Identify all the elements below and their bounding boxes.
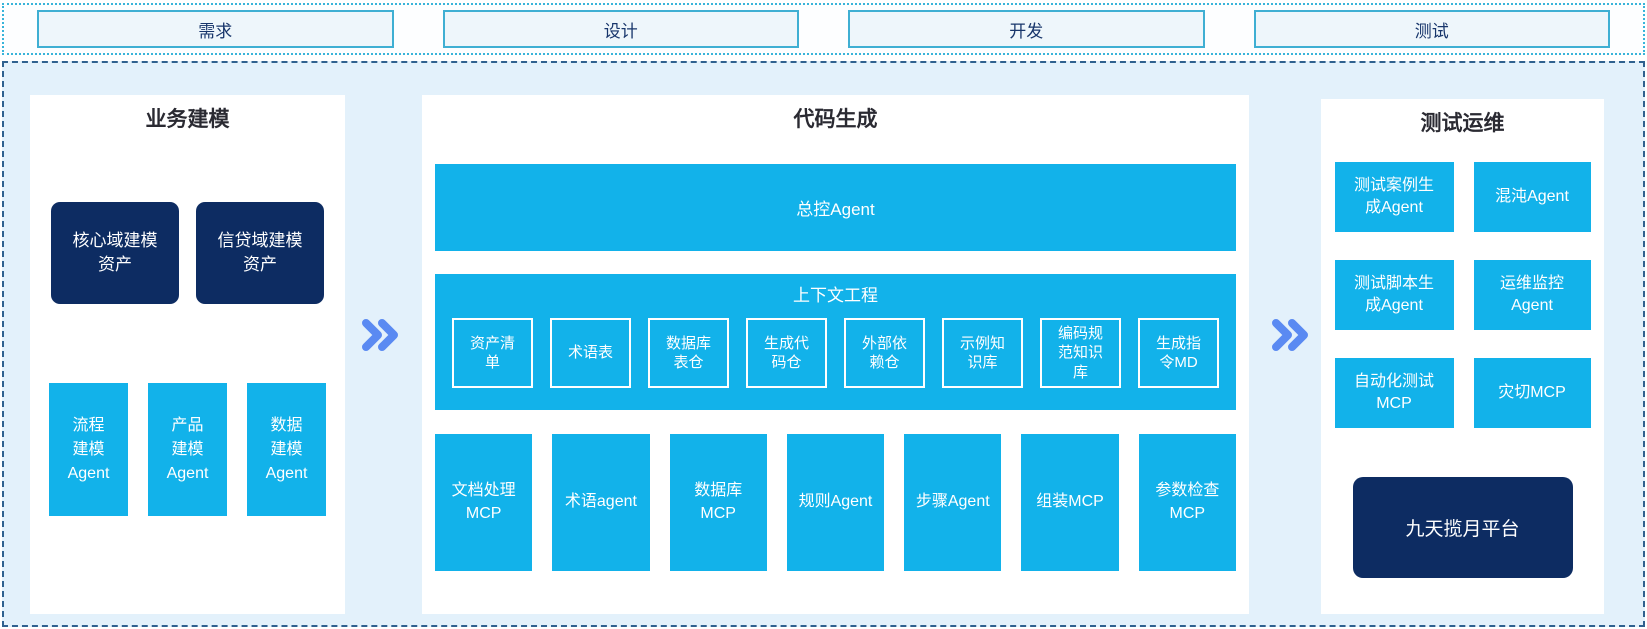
business-modeling-panel: 业务建模 核心域建模资产 信贷域建模资产 流程建模Agent 产品建模Agent… xyxy=(30,95,345,614)
test-ops-grid: 测试案例生成Agent 混沌Agent 测试脚本生成Agent 运维监控Agen… xyxy=(1321,162,1604,428)
external-dependency-repo-box: 外部依赖仓 xyxy=(844,318,925,388)
modeling-asset-row: 核心域建模资产 信贷域建模资产 xyxy=(30,202,345,304)
terminology-agent-box: 术语agent xyxy=(552,434,650,571)
phase-testing: 测试 xyxy=(1253,10,1610,48)
context-engineering-title: 上下文工程 xyxy=(793,286,878,305)
modeling-agent-row: 流程建模Agent 产品建模Agent 数据建模Agent xyxy=(30,383,345,516)
main-container: 业务建模 核心域建模资产 信贷域建模资产 流程建模Agent 产品建模Agent… xyxy=(2,61,1645,627)
ops-monitoring-agent-box: 运维监控Agent xyxy=(1473,260,1591,330)
phase-strip: 需求 设计 开发 测试 xyxy=(2,3,1645,55)
phase-design: 设计 xyxy=(442,10,799,48)
test-script-gen-agent-box: 测试脚本生成Agent xyxy=(1334,260,1454,330)
example-knowledge-base-box: 示例知识库 xyxy=(942,318,1023,388)
test-ops-panel: 测试运维 测试案例生成Agent 混沌Agent 测试脚本生成Agent 运维监… xyxy=(1321,99,1604,614)
step-agent-box: 步骤Agent xyxy=(904,434,1002,571)
doc-processing-mcp-box: 文档处理MCP xyxy=(435,434,533,571)
credit-domain-asset-box: 信贷域建模资产 xyxy=(196,202,324,304)
process-modeling-agent-box: 流程建模Agent xyxy=(49,383,128,516)
data-modeling-agent-box: 数据建模Agent xyxy=(247,383,326,516)
flow-chevron-icon xyxy=(1272,319,1308,351)
context-items-row: 资产清单 术语表 数据库表仓 生成代码仓 外部依赖仓 示例知识库 编码规范知识库… xyxy=(435,318,1236,388)
db-table-repo-box: 数据库表仓 xyxy=(648,318,729,388)
generated-code-repo-box: 生成代码仓 xyxy=(746,318,827,388)
asset-list-box: 资产清单 xyxy=(452,318,533,388)
flow-chevron-icon xyxy=(362,319,398,351)
master-agent-bar: 总控Agent xyxy=(435,164,1236,251)
product-modeling-agent-box: 产品建模Agent xyxy=(148,383,227,516)
business-modeling-title: 业务建模 xyxy=(145,108,230,131)
code-generation-panel: 代码生成 总控Agent 上下文工程 资产清单 术语表 数据库表仓 生成代码仓 … xyxy=(422,95,1249,614)
phase-development: 开发 xyxy=(848,10,1205,48)
generate-instruction-md-box: 生成指令MD xyxy=(1138,318,1219,388)
test-case-gen-agent-box: 测试案例生成Agent xyxy=(1334,162,1454,232)
test-ops-title: 测试运维 xyxy=(1420,112,1505,135)
param-check-mcp-box: 参数检查MCP xyxy=(1138,434,1236,571)
context-engineering-box: 上下文工程 资产清单 术语表 数据库表仓 生成代码仓 外部依赖仓 示例知识库 编… xyxy=(435,274,1236,410)
glossary-box: 术语表 xyxy=(550,318,631,388)
chaos-agent-box: 混沌Agent xyxy=(1473,162,1591,232)
codegen-tool-row: 文档处理MCP 术语agent 数据库MCP 规则Agent 步骤Agent 组… xyxy=(435,434,1236,571)
automated-test-mcp-box: 自动化测试MCP xyxy=(1334,358,1454,428)
jiutian-lanyue-platform-box: 九天揽月平台 xyxy=(1352,477,1573,578)
assembly-mcp-box: 组装MCP xyxy=(1021,434,1119,571)
database-mcp-box: 数据库MCP xyxy=(669,434,767,571)
coding-standard-kb-box: 编码规范知识库 xyxy=(1040,318,1121,388)
disaster-switch-mcp-box: 灾切MCP xyxy=(1473,358,1591,428)
code-generation-title: 代码生成 xyxy=(793,108,878,131)
rule-agent-box: 规则Agent xyxy=(786,434,885,571)
phase-requirements: 需求 xyxy=(37,10,394,48)
core-domain-asset-box: 核心域建模资产 xyxy=(51,202,179,304)
